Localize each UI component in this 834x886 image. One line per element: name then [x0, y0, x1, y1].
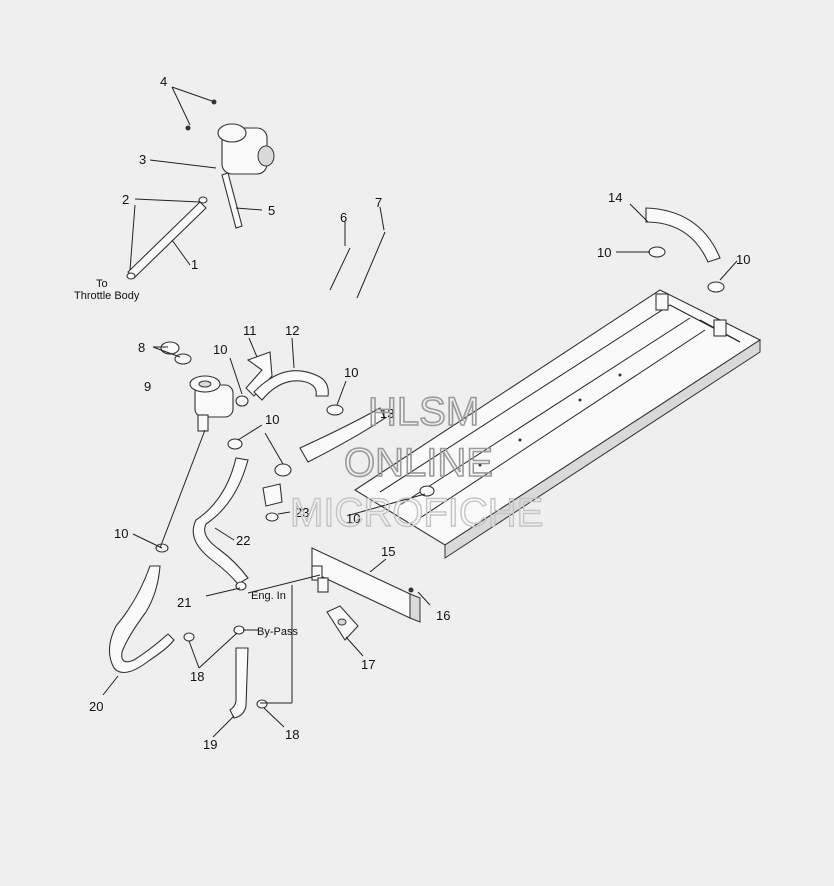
callout-6: 6 [340, 210, 347, 225]
leader-lines [102, 86, 738, 738]
callout-1: 1 [191, 257, 198, 272]
hose-22 [192, 457, 249, 585]
callout-9: 9 [144, 379, 151, 394]
gasket-8-b [174, 353, 192, 365]
clamp-10-c [235, 395, 249, 407]
reservoir-assembly [185, 99, 275, 175]
watermark: HLSM ONLINE MICROFICHE [289, 389, 544, 536]
watermark-line-3: MICROFICHE [290, 491, 543, 535]
callout-10: 10 [344, 365, 358, 380]
callout-21: 21 [177, 595, 191, 610]
hose-20 [108, 565, 175, 674]
callout-3: 3 [139, 152, 146, 167]
clamp-18-c [256, 699, 268, 709]
note-by-pass: By-Pass [257, 626, 298, 638]
callout-7: 7 [375, 195, 382, 210]
note-eng-in: Eng. In [251, 590, 286, 602]
tube-5 [221, 172, 243, 229]
callout-20: 20 [89, 699, 103, 714]
callout-10: 10 [213, 342, 227, 357]
callout-10: 10 [597, 245, 611, 260]
callout-8: 8 [138, 340, 145, 355]
callout-14: 14 [608, 190, 622, 205]
clamp-10-g [419, 485, 435, 497]
spring-11 [245, 351, 273, 397]
callout-10: 10 [736, 252, 750, 267]
rod-7 [356, 231, 386, 299]
callout-18: 18 [190, 669, 204, 684]
callout-19: 19 [203, 737, 217, 752]
callout-23: 23 [295, 505, 309, 520]
callout-10: 10 [265, 412, 279, 427]
callout-10: 10 [346, 511, 360, 526]
fitting-23 [262, 483, 283, 507]
hose-12 [253, 370, 329, 401]
callout-16: 16 [436, 608, 450, 623]
clamp-18-a [183, 632, 195, 642]
callout-4: 4 [160, 74, 167, 89]
clamp-10-a [648, 246, 666, 258]
note-to: To [96, 278, 108, 290]
callout-11: 11 [243, 323, 257, 338]
clamp-10-b [707, 281, 725, 293]
note-throttle-body: Throttle Body [74, 290, 140, 302]
clamp-10-d [326, 404, 344, 416]
watermark-line-1: HLSM [368, 390, 479, 434]
thermostat-housing-9 [189, 375, 234, 432]
hose-14 [645, 207, 721, 263]
callout-15: 15 [381, 544, 395, 559]
screw-16 [408, 587, 414, 593]
cooler-panel [353, 289, 762, 559]
hose-13 [299, 407, 386, 463]
rod-6 [329, 247, 351, 291]
callout-18: 18 [285, 727, 299, 742]
callout-10: 10 [114, 526, 128, 541]
callout-labels: 4 3 2 5 1 6 7 14 10 10 8 10 11 12 10 9 1… [89, 74, 750, 752]
callout-17: 17 [361, 657, 375, 672]
clamp-10-e [227, 438, 243, 450]
annotations: To Throttle Body Eng. In By-Pass [74, 278, 298, 638]
hose-19 [229, 647, 249, 719]
clamp-18-b [233, 625, 245, 635]
callout-5: 5 [268, 203, 275, 218]
clamp-2-top [198, 196, 208, 204]
clamp-10-f [274, 463, 292, 477]
o-ring-23 [265, 512, 279, 522]
callout-22: 22 [236, 533, 250, 548]
watermark-line-2: ONLINE [344, 441, 493, 485]
callout-2: 2 [122, 192, 129, 207]
callout-12: 12 [285, 323, 299, 338]
gasket-8-a [160, 341, 180, 355]
clamp-2-bottom [126, 272, 136, 280]
callout-13: 13 [380, 406, 394, 421]
